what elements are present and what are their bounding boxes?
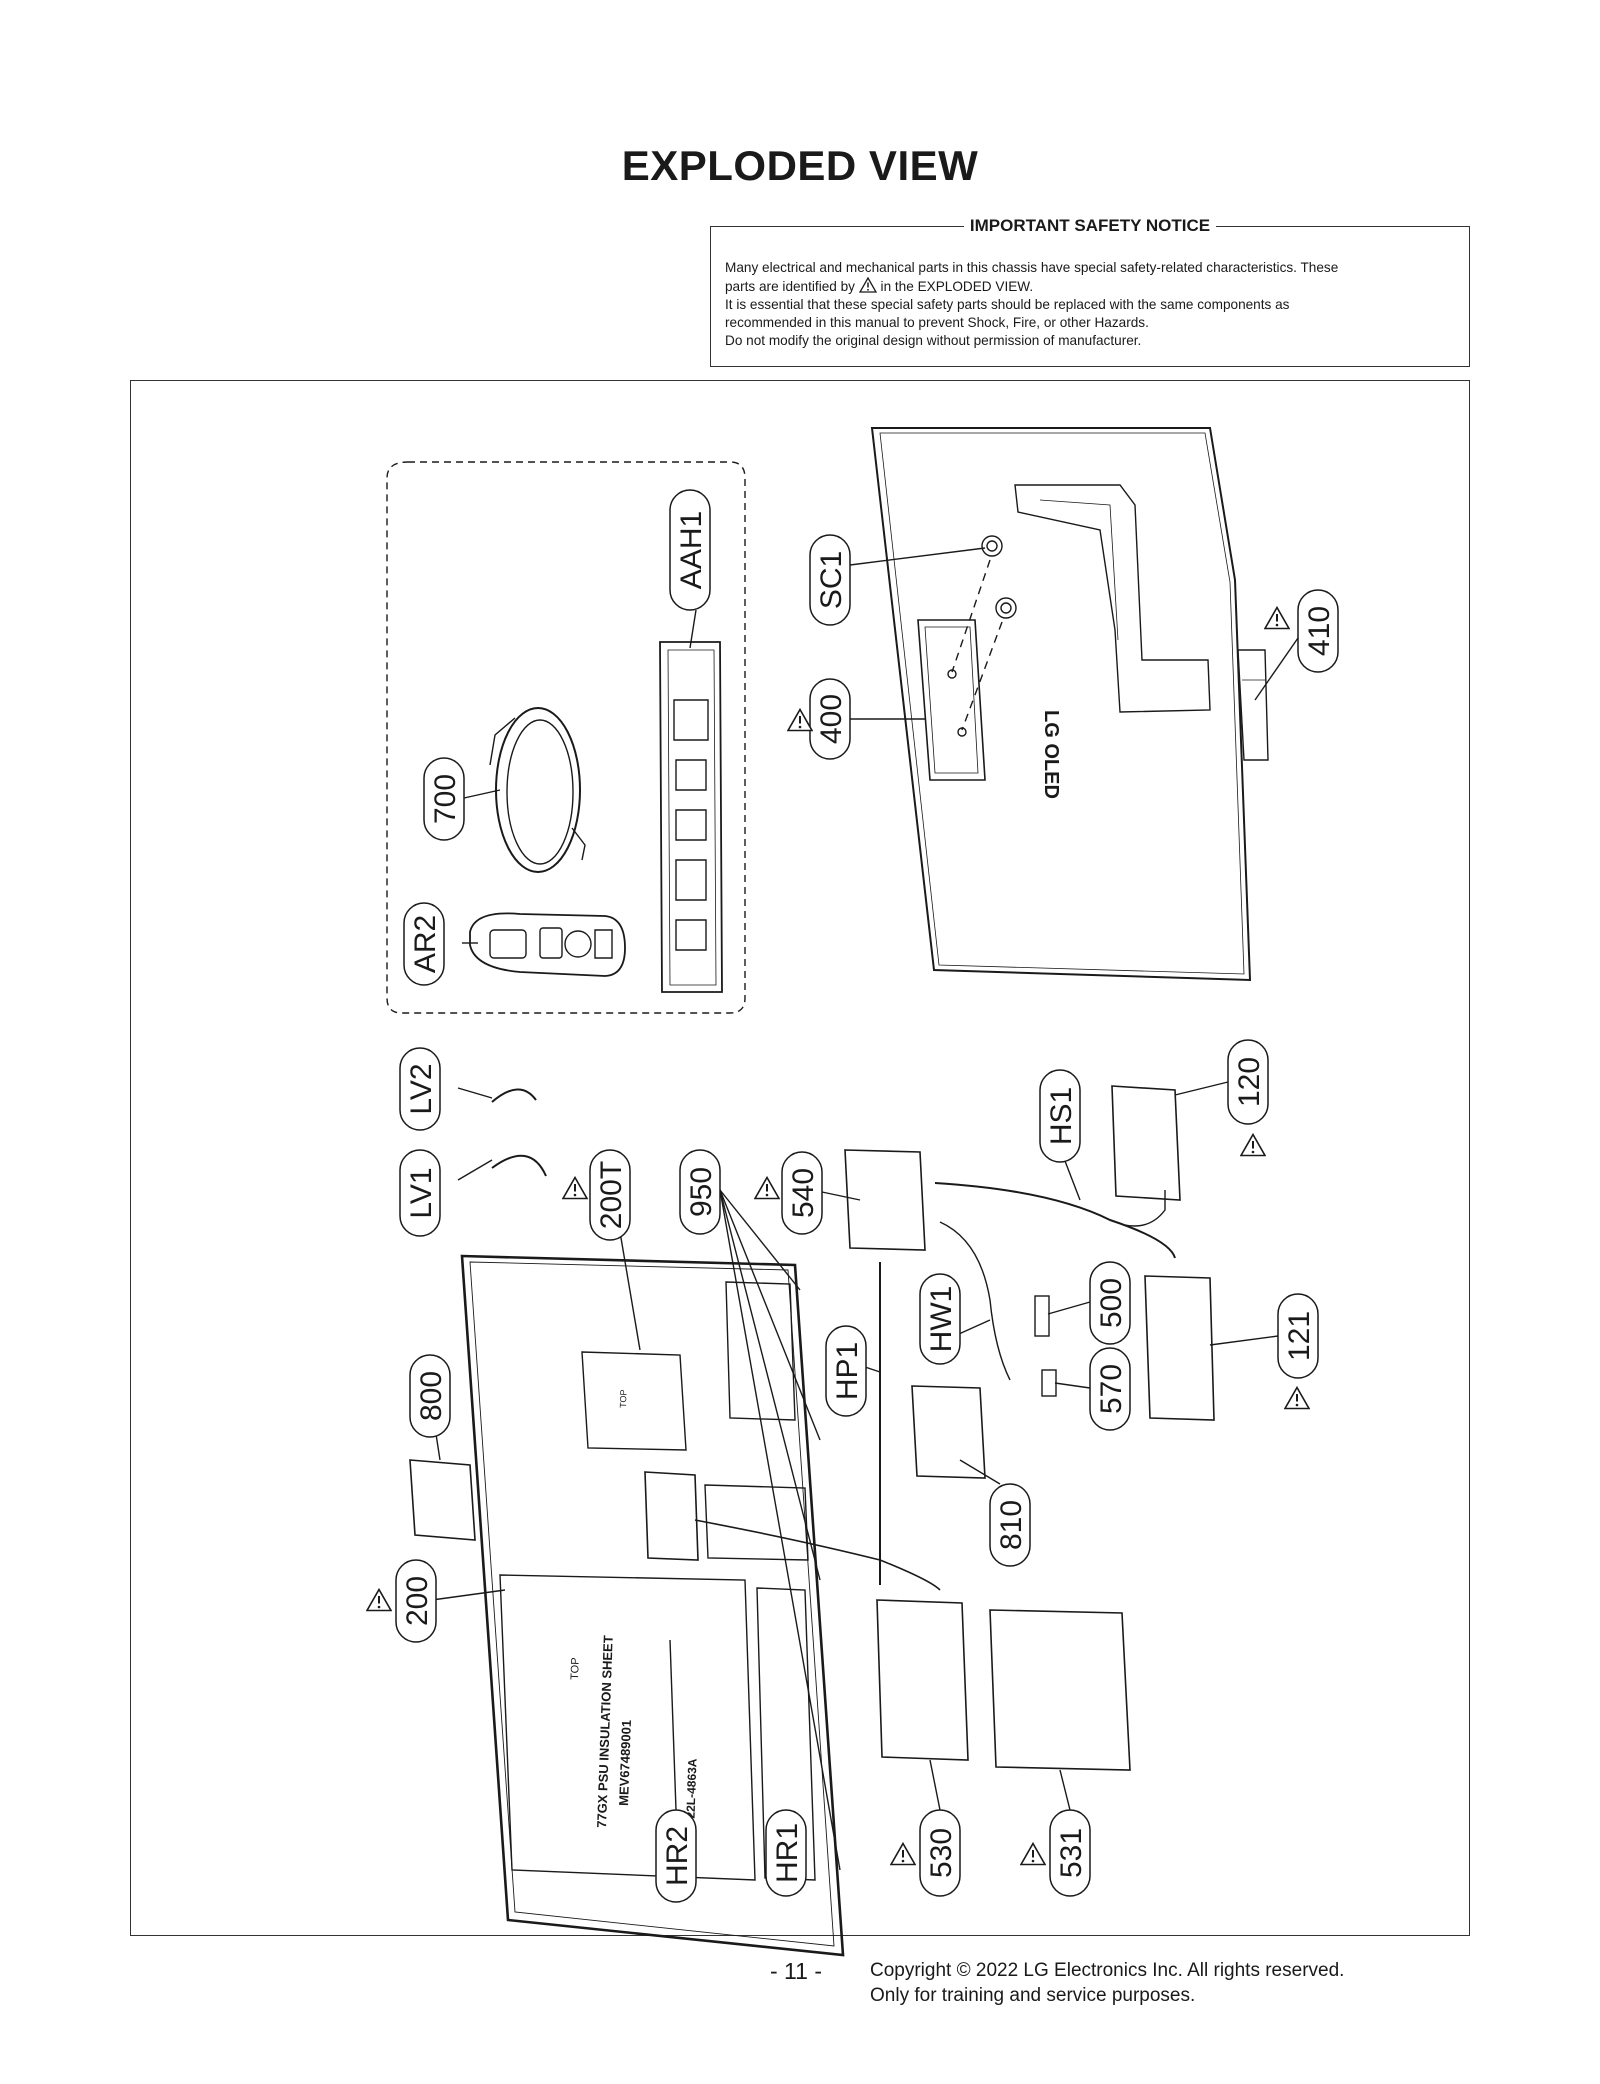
callout-530 xyxy=(919,1809,961,1897)
callout-hp1 xyxy=(825,1325,867,1417)
logo-text: LG OLED xyxy=(1040,710,1062,799)
label-hp1: HP1 xyxy=(831,1342,864,1400)
copyright-line-2: Only for training and service purposes. xyxy=(870,1985,1196,2006)
callout-570 xyxy=(1089,1347,1131,1431)
accessory-group-box xyxy=(386,461,746,1014)
label-200: 200 xyxy=(401,1576,434,1626)
callout-lv1 xyxy=(399,1149,441,1237)
board-810 xyxy=(911,1385,986,1479)
label-lv2: LV2 xyxy=(405,1063,438,1114)
callout-hr2 xyxy=(655,1809,697,1903)
callout-lv2 xyxy=(399,1047,441,1131)
part-800 xyxy=(409,1459,476,1541)
label-800: 800 xyxy=(415,1371,448,1421)
label-531: 531 xyxy=(1055,1828,1088,1878)
top-label-1: TOP xyxy=(569,1657,582,1680)
callout-500 xyxy=(1089,1261,1131,1345)
wall-bracket xyxy=(659,641,723,993)
label-540: 540 xyxy=(787,1168,820,1218)
warning-triangle-icon xyxy=(1240,1133,1266,1157)
label-hs1: HS1 xyxy=(1045,1087,1078,1145)
label-400: 400 xyxy=(815,694,848,744)
warning-triangle-icon xyxy=(787,708,813,732)
callout-810 xyxy=(989,1483,1031,1567)
callout-400 xyxy=(809,678,851,760)
part-code-text: MEV67489001 xyxy=(616,1720,634,1806)
label-810: 810 xyxy=(995,1500,1028,1550)
board-121 xyxy=(1144,1275,1215,1421)
callout-540 xyxy=(781,1151,823,1235)
warning-triangle-icon xyxy=(366,1588,392,1612)
label-410: 410 xyxy=(1303,606,1336,656)
magic-remote xyxy=(469,912,626,977)
lv1-part xyxy=(491,1154,547,1177)
psu-sheet-text: 77GX PSU INSULATION SHEET xyxy=(594,1635,616,1828)
back-cover xyxy=(870,427,1269,982)
part-570 xyxy=(1041,1369,1057,1397)
warning-triangle-icon xyxy=(890,1842,916,1866)
callout-ar2 xyxy=(403,902,445,986)
notice-line-5: Do not modify the original design withou… xyxy=(725,333,1142,348)
callout-531 xyxy=(1049,1809,1091,1897)
warning-triangle-icon xyxy=(1020,1842,1046,1866)
notice-line-1: Many electrical and mechanical parts in … xyxy=(725,260,1339,275)
warning-triangle-icon xyxy=(858,277,877,293)
lv2-part xyxy=(491,1088,537,1103)
label-sc1: SC1 xyxy=(815,551,848,609)
notice-line-2: parts are identified by in the EXPLODED … xyxy=(725,277,1034,294)
label-lv1: LV1 xyxy=(405,1167,438,1218)
callout-700 xyxy=(423,757,465,841)
callout-120 xyxy=(1227,1039,1269,1125)
callout-121 xyxy=(1277,1293,1319,1379)
diagram-frame xyxy=(130,380,1470,1936)
label-500: 500 xyxy=(1095,1278,1128,1328)
label-570: 570 xyxy=(1095,1364,1128,1414)
top-label-2: TOP xyxy=(618,1389,629,1408)
label-hr1: HR1 xyxy=(771,1823,804,1883)
safety-notice-body: Many electrical and mechanical parts in … xyxy=(725,259,1455,350)
callout-800 xyxy=(409,1354,451,1438)
label-200t: 200T xyxy=(595,1161,628,1229)
callout-200t xyxy=(589,1149,631,1241)
page-title: EXPLODED VIEW xyxy=(621,142,979,189)
label-hw1: HW1 xyxy=(925,1286,958,1353)
power-cable xyxy=(489,707,586,873)
rear-frame xyxy=(409,1254,845,1957)
label-530: 530 xyxy=(925,1828,958,1878)
warning-triangle-icon xyxy=(562,1176,588,1200)
label-700: 700 xyxy=(429,774,462,824)
board-120 xyxy=(1111,1085,1181,1201)
notice-line-3: It is essential that these special safet… xyxy=(725,297,1290,312)
warning-triangle-icon xyxy=(754,1176,780,1200)
callout-hr1 xyxy=(765,1809,807,1897)
notice-line-4: recommended in this manual to prevent Sh… xyxy=(725,315,1149,330)
callout-sc1 xyxy=(809,534,851,626)
copyright-notice: Copyright © 2022 LG Electronics Inc. All… xyxy=(870,1958,1344,2008)
callout-200 xyxy=(395,1559,437,1643)
callout-950 xyxy=(679,1149,721,1235)
label-ar2: AR2 xyxy=(409,915,442,973)
callout-410 xyxy=(1297,589,1339,673)
label-121: 121 xyxy=(1283,1311,1316,1361)
label-aah1: AAH1 xyxy=(675,511,708,589)
safety-notice-box: IMPORTANT SAFETY NOTICE Many electrical … xyxy=(710,216,1470,367)
copyright-line-1: Copyright © 2022 LG Electronics Inc. All… xyxy=(870,1960,1345,1981)
board-531 xyxy=(989,1609,1131,1771)
callout-hw1 xyxy=(919,1273,961,1365)
safety-notice-heading: IMPORTANT SAFETY NOTICE xyxy=(963,216,1217,235)
page-number: - 11 - xyxy=(770,1958,822,1984)
board-530 xyxy=(876,1599,969,1761)
board-540 xyxy=(844,1149,926,1251)
label-950: 950 xyxy=(685,1167,718,1217)
warning-triangle-icon xyxy=(1264,606,1290,630)
warning-triangle-icon xyxy=(1284,1386,1310,1410)
callout-aah1 xyxy=(669,489,711,611)
part-500 xyxy=(1034,1295,1050,1337)
label-hr2: HR2 xyxy=(661,1826,694,1886)
label-120: 120 xyxy=(1233,1057,1266,1107)
callout-hs1 xyxy=(1039,1069,1081,1163)
